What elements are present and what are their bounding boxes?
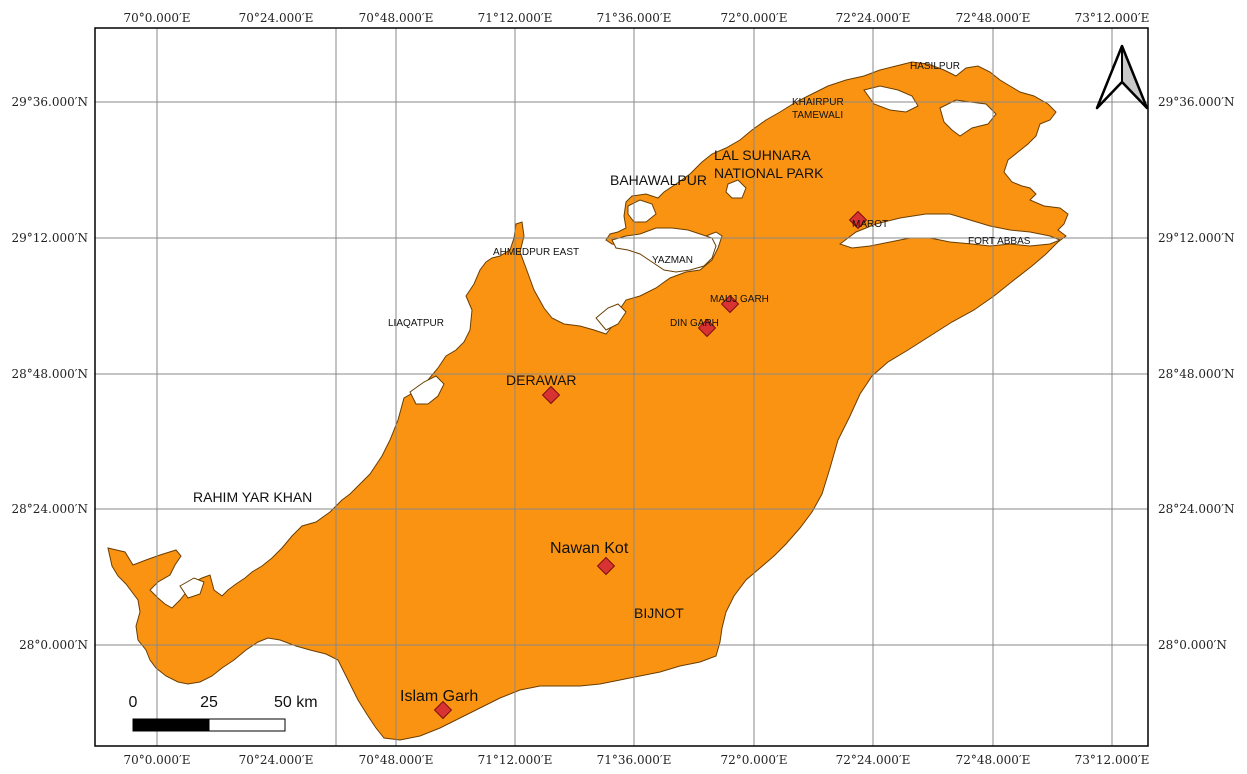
top-label: 70°0.000′E [123,11,190,25]
yazman-gap [611,227,717,273]
scale-bar: 0 25 50 km [129,694,318,732]
top-axis-labels: 70°0.000′E 70°24.000′E 70°48.000′E 71°12… [123,11,1149,25]
top-label: 72°0.000′E [720,11,787,25]
top-label: 72°24.000′E [836,11,911,25]
bottom-label: 72°48.000′E [956,753,1031,767]
scale-bar-black-segment [132,718,210,732]
marot-gap [838,213,1062,249]
north-arrow-icon [1095,44,1149,110]
right-label: 28°24.000′N [1158,502,1234,516]
marker-derawar [541,385,561,405]
north-gap-2 [863,85,919,113]
right-label: 28°0.000′N [1158,638,1227,652]
bottom-label: 72°0.000′E [720,753,787,767]
place-labels: HASILPUR KHAIRPUR TAMEWALI LAL SUHNARA N… [193,61,1031,705]
left-axis-labels: 29°36.000′N 29°12.000′N 28°48.000′N 28°2… [12,95,88,652]
din-garh-gap [595,303,627,331]
marker-marot [848,210,868,230]
right-label: 29°36.000′N [1158,95,1234,109]
marker-mauj-garh [720,294,740,314]
label-khairpur-2: TAMEWALI [792,110,843,121]
label-nawan-kot: Nawan Kot [550,540,629,557]
top-label: 71°12.000′E [478,11,553,25]
scale-tick-50: 50 km [274,694,318,711]
left-label: 29°12.000′N [12,231,88,245]
left-label: 28°24.000′N [12,502,88,516]
scale-tick-0: 0 [129,694,138,711]
top-label: 71°36.000′E [597,11,672,25]
right-label: 28°48.000′N [1158,367,1234,381]
place-markers [433,210,868,720]
label-mauj-garh: MAUJ GARH [710,294,769,305]
map-frame [94,27,1149,747]
right-axis-labels: 29°36.000′N 29°12.000′N 28°48.000′N 28°2… [1158,95,1234,652]
bottom-label: 71°36.000′E [597,753,672,767]
bottom-label: 70°0.000′E [123,753,190,767]
label-marot: MAROT [852,219,888,230]
label-ahmedpur-east: AHMEDPUR EAST [493,247,579,258]
label-bijnot: BIJNOT [634,605,684,621]
left-label: 29°36.000′N [12,95,88,109]
label-rahim-yar-khan: RAHIM YAR KHAN [193,489,312,505]
label-bahawalpur: BAHAWALPUR [610,172,707,188]
scale-bar-white-segment [208,718,286,732]
top-label: 72°48.000′E [956,11,1031,25]
label-derawar: DERAWAR [506,372,577,388]
bottom-label: 70°48.000′E [359,753,434,767]
left-label: 28°0.000′N [19,638,88,652]
bottom-label: 70°24.000′E [239,753,314,767]
marker-din-garh [697,318,717,338]
graticule [95,28,1148,746]
marker-nawan-kot [596,556,616,576]
bottom-label: 72°24.000′E [836,753,911,767]
bottom-axis-labels: 70°0.000′E 70°24.000′E 70°48.000′E 71°12… [123,753,1149,767]
label-din-garh: DIN GARH [670,318,719,329]
top-label: 73°12.000′E [1075,11,1150,25]
study-area-polygon [107,61,1069,741]
bottom-label: 73°12.000′E [1075,753,1150,767]
west-gap [179,577,205,599]
excluded-regions [179,85,1062,599]
label-liaqatpur: LIAQATPUR [388,318,444,329]
top-label: 70°24.000′E [239,11,314,25]
label-islam-garh: Islam Garh [400,688,478,705]
right-label: 29°12.000′N [1158,231,1234,245]
scale-tick-25: 25 [200,694,218,711]
top-label: 70°48.000′E [359,11,434,25]
label-fort-abbas: FORT ABBAS [968,236,1031,247]
label-yazman: YAZMAN [652,255,693,266]
north-gap-1 [939,99,997,137]
left-label: 28°48.000′N [12,367,88,381]
marker-islam-garh [433,700,453,720]
bottom-label: 71°12.000′E [478,753,553,767]
bahawalpur-gap [627,199,657,223]
label-lal-suhnara-1: LAL SUHNARA [714,147,811,163]
label-lal-suhnara-2: NATIONAL PARK [714,165,824,181]
north-gap-3 [725,179,747,199]
label-khairpur-1: KHAIRPUR [792,97,844,108]
label-hasilpur: HASILPUR [910,61,960,72]
derawar-gap [409,375,445,405]
